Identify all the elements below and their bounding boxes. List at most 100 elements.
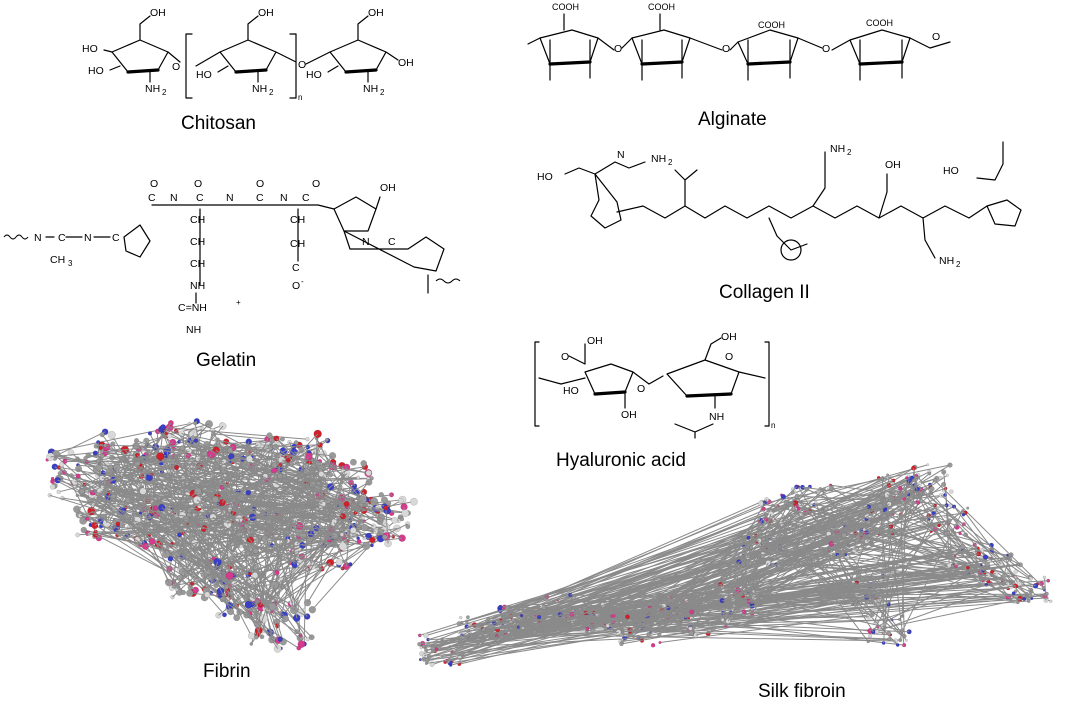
atom [169,438,177,446]
atom-bond [695,568,984,636]
atom [829,485,835,491]
o-label: O [256,178,264,190]
atom-bond [293,467,348,611]
atom-bond [517,601,750,623]
atom-bond [496,563,1018,637]
atom-bond [263,447,309,609]
atom-bond [142,514,190,536]
subscript: 2 [162,88,167,97]
atom-bond [427,631,619,661]
ch2-label: CH [190,236,205,248]
atom [1049,599,1053,604]
atom-bond [281,459,369,474]
atom [339,532,344,537]
ch2-label: CH [190,214,205,226]
atom [305,437,310,442]
atom-bond [836,554,859,605]
oh-label: OH [380,182,396,194]
atom [147,431,153,436]
atom [746,535,751,540]
atom-bond [917,477,986,558]
atom-bond [220,470,345,593]
atom-bond [276,483,298,619]
atom-bond [262,440,273,478]
chitosan-ring [103,15,181,83]
atom [459,615,463,620]
atom-bond [292,531,296,565]
atom [335,558,343,566]
o-label: O [298,59,306,71]
atom-bond [746,495,798,548]
glycosidic-bond [538,377,586,385]
atom [177,532,182,538]
atom-bond [339,482,352,541]
atom [75,532,80,538]
atom [370,543,374,548]
atom [768,511,774,517]
n-label: N [280,192,288,204]
atom-bond [86,453,137,463]
atom [152,505,159,511]
atom-bond [875,582,991,623]
atom [927,471,932,476]
glycosidic-bond [632,371,664,385]
phenyl-ring [780,239,802,261]
atom [83,456,88,461]
n-label: N [617,149,625,161]
atom [966,565,970,570]
atom [765,560,771,566]
atom [780,493,786,500]
atom-bond [217,561,263,638]
atom [277,636,283,642]
atom [1016,581,1022,587]
c-label: C [388,236,396,248]
atom [174,464,180,470]
acetyl-group [674,423,714,439]
atom [95,458,101,464]
atom [391,517,398,524]
proline-ring [986,199,1022,227]
atom-bond [323,475,333,515]
ho-label: HO [563,385,579,397]
atom-bond [420,532,867,661]
atom [758,500,764,507]
atom [356,475,360,480]
atom-bond [886,494,956,526]
atom-bond [426,598,868,664]
atom-bond [238,518,281,640]
atom-bond [663,478,882,607]
atom [47,493,52,498]
atom [958,531,962,536]
atom [247,632,255,640]
atom-bond [722,561,740,620]
atom [898,486,903,491]
oh-label: OH [721,331,737,343]
atom-bond [427,605,542,641]
oh-label: OH [398,57,414,69]
atom-bond [879,505,887,579]
atom [360,523,369,532]
atom [343,501,350,507]
atom [248,571,252,576]
ho-label: HO [306,69,322,81]
atom [910,475,915,480]
fibrin-atom-cluster [45,418,418,653]
nh2-label: NH [651,153,666,165]
atom-bond [52,478,140,524]
atom-bond [175,469,275,587]
atom [688,630,694,636]
atom-bond [881,478,984,570]
atom [966,506,970,510]
n-label: N [34,232,42,244]
atom [327,471,334,478]
silk-atom-cluster [417,462,1053,668]
atom-bond [866,494,909,542]
atom [235,515,243,524]
subscript: 3 [68,259,73,268]
atom-bond [260,499,364,606]
atom-bond [231,557,262,608]
atom-bond [58,466,242,499]
atom-bond [753,506,955,592]
atom-bond [868,506,979,549]
atom-bond [573,583,1008,623]
